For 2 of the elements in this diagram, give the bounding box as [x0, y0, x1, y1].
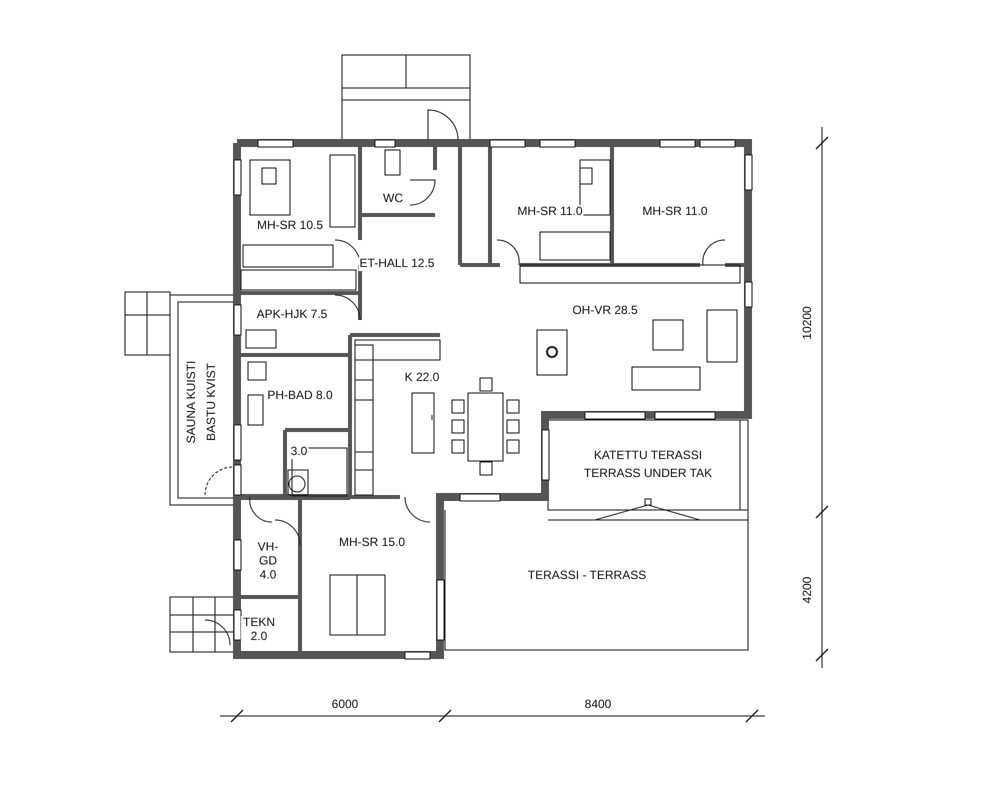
room-label: 3.0 — [290, 445, 308, 459]
room-label: ET-HALL 12.5 — [358, 257, 436, 271]
